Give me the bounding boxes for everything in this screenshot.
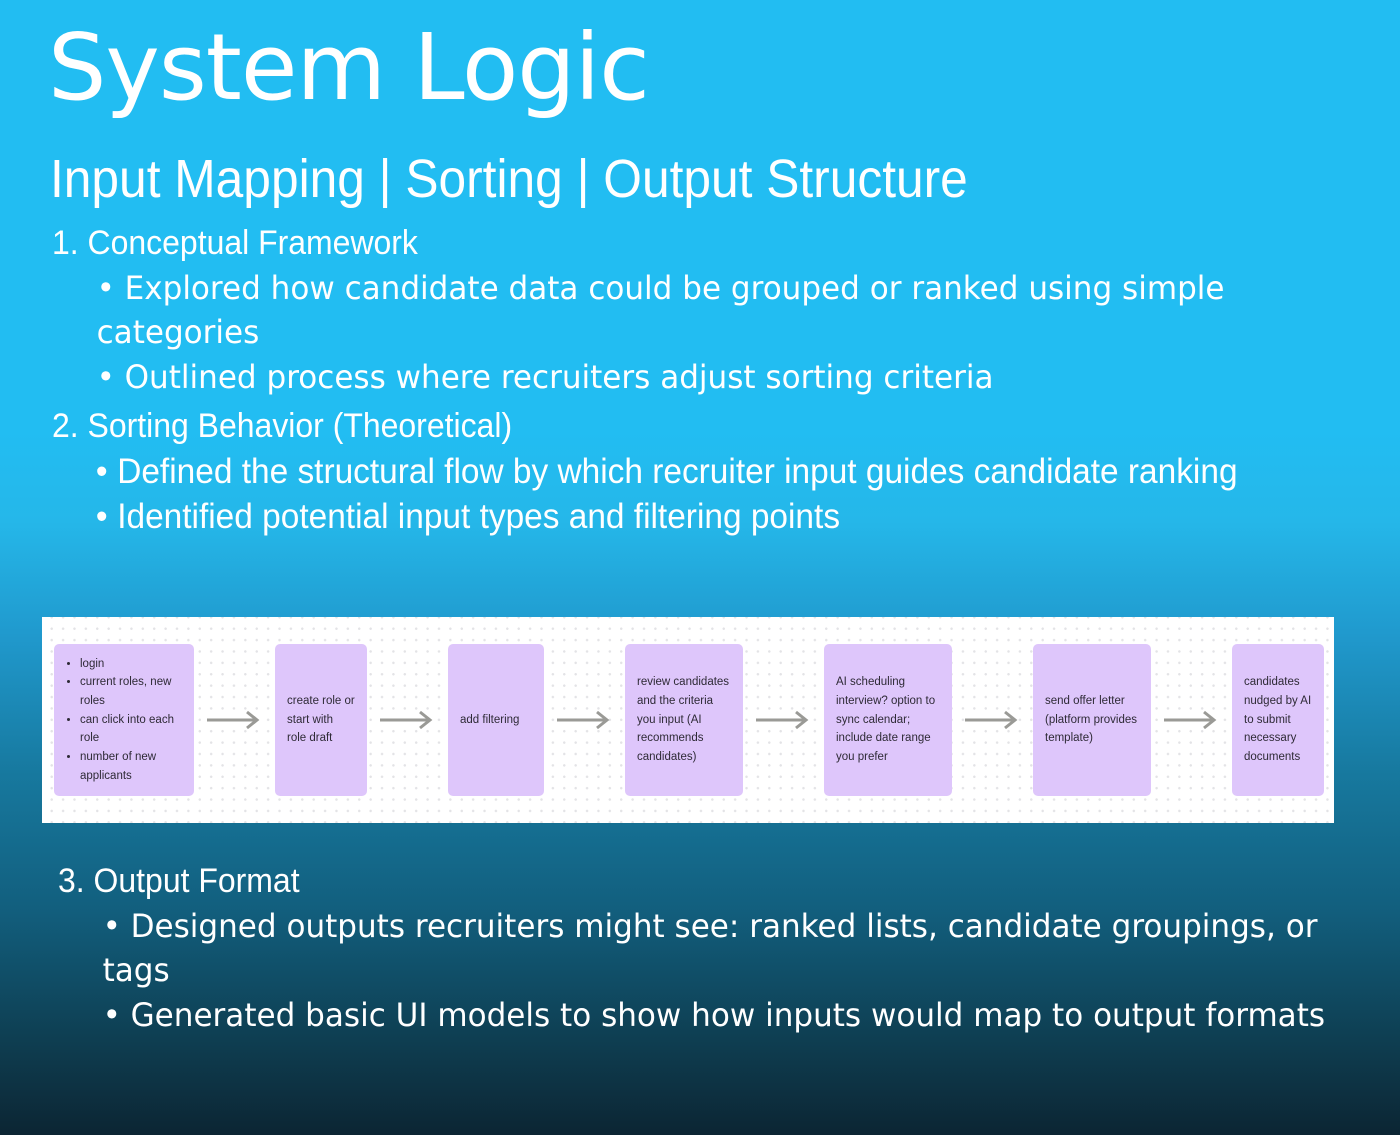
section-conceptual-framework: 1. Conceptual Framework •Explored how ca…	[52, 222, 1400, 400]
page-title: System Logic	[48, 14, 650, 121]
section-heading: 1. Conceptual Framework	[52, 224, 418, 262]
flow-node-content: review candidates and the criteria you i…	[637, 676, 730, 763]
flow-node-login[interactable]: login current roles, new roles can click…	[54, 644, 194, 796]
flow-node-list: login current roles, new roles can click…	[66, 655, 182, 785]
bullet-text: Outlined process where recruiters adjust…	[124, 358, 994, 397]
flow-arrow-icon	[952, 708, 1033, 732]
section-sorting-behavior: 2. Sorting Behavior (Theoretical) •Defin…	[52, 405, 1400, 540]
flow-arrow-icon	[367, 708, 448, 732]
flow-node-review-candidates[interactable]: review candidates and the criteria you i…	[625, 644, 743, 796]
flow-node-content: send offer letter (platform provides tem…	[1045, 695, 1138, 745]
list-item: current roles, new roles	[80, 673, 182, 710]
bullet-glyph-icon: •	[102, 996, 121, 1035]
flow-arrow-icon	[544, 708, 625, 732]
flow-node-content: candidates nudged by AI to submit necess…	[1244, 676, 1312, 763]
list-item: can click into each role	[80, 711, 182, 748]
bullet-glyph-icon: •	[102, 906, 121, 945]
bullet-text: Generated basic UI models to show how in…	[130, 996, 1326, 1035]
bullet-glyph-icon: •	[95, 497, 108, 537]
bullet-text: Explored how candidate data could be gro…	[96, 268, 1225, 352]
list-item: number of new applicants	[80, 748, 182, 785]
flow-arrow-icon	[743, 708, 824, 732]
bullet-item: •Outlined process where recruiters adjus…	[52, 355, 1371, 400]
bullet-item: •Designed outputs recruiters might see: …	[58, 904, 1358, 994]
bullet-glyph-icon: •	[95, 451, 108, 491]
section-output-format: 3. Output Format •Designed outputs recru…	[58, 860, 1398, 1038]
flow-node-ai-scheduling[interactable]: AI scheduling interview? option to sync …	[824, 644, 952, 796]
section-heading: 2. Sorting Behavior (Theoretical)	[52, 407, 513, 445]
flow-node-send-offer[interactable]: send offer letter (platform provides tem…	[1033, 644, 1151, 796]
flow-node-content: login current roles, new roles can click…	[66, 655, 182, 785]
flow-node-content: create role or start with role draft	[287, 695, 355, 745]
flow-node-content: AI scheduling interview? option to sync …	[836, 676, 936, 763]
bullet-item: •Explored how candidate data could be gr…	[52, 266, 1371, 356]
list-item: login	[80, 655, 182, 674]
flowchart-row: login current roles, new roles can click…	[42, 617, 1334, 823]
bullet-text: Identified potential input types and fil…	[117, 497, 841, 537]
flow-node-create-role[interactable]: create role or start with role draft	[275, 644, 367, 796]
flow-node-nudge-documents[interactable]: candidates nudged by AI to submit necess…	[1232, 644, 1324, 796]
section-heading: 3. Output Format	[58, 862, 300, 900]
bullet-item: •Generated basic UI models to show how i…	[58, 993, 1358, 1038]
bullet-glyph-icon: •	[96, 358, 115, 397]
flow-arrow-icon	[1151, 708, 1232, 732]
flow-node-add-filtering[interactable]: add filtering	[448, 644, 544, 796]
bullet-glyph-icon: •	[96, 268, 115, 307]
bullet-text: Designed outputs recruiters might see: r…	[102, 906, 1318, 990]
bullet-item: •Identified potential input types and fi…	[52, 494, 1351, 540]
flow-arrow-icon	[194, 708, 275, 732]
flowchart-panel: login current roles, new roles can click…	[42, 617, 1334, 823]
flow-node-content: add filtering	[460, 713, 520, 726]
bullet-item: •Defined the structural flow by which re…	[52, 449, 1351, 495]
bullet-text: Defined the structural flow by which rec…	[117, 451, 1238, 491]
page-subtitle: Input Mapping | Sorting | Output Structu…	[50, 149, 968, 209]
